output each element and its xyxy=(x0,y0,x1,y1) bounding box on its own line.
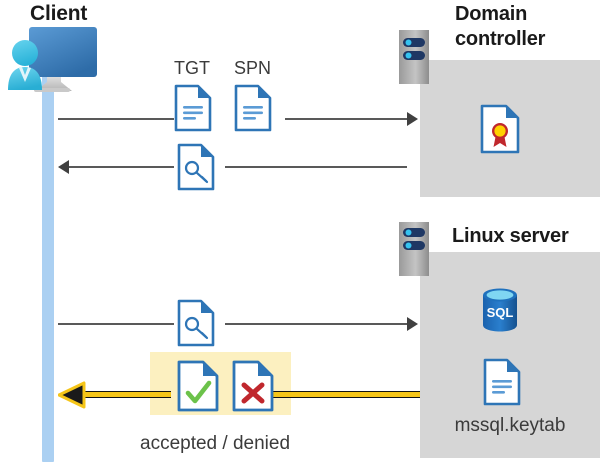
domain-controller-title-line1: Domain xyxy=(455,3,528,25)
client-lifeline xyxy=(42,66,54,462)
flow-2-line-left xyxy=(69,166,174,168)
client-title: Client xyxy=(30,2,88,25)
sql-label: SQL xyxy=(487,305,514,320)
key-document-icon-dc xyxy=(177,143,215,191)
flow-1-line-right xyxy=(285,118,407,120)
tgt-label: TGT xyxy=(174,58,210,78)
keytab-document-icon xyxy=(483,358,521,406)
domain-controller-server-rack-icon xyxy=(399,30,429,84)
flow-4-line-left xyxy=(82,391,171,398)
accepted-denied-caption: accepted / denied xyxy=(140,433,291,454)
flow-1-line-left xyxy=(58,118,174,120)
linux-server-title: Linux server xyxy=(452,225,569,247)
flow-2-line-right xyxy=(225,166,407,168)
spn-label: SPN xyxy=(234,58,272,78)
flow-3-line-right xyxy=(225,323,407,325)
flow-3-line-left xyxy=(58,323,174,325)
tgt-document-icon xyxy=(174,84,212,132)
flow-3-arrowhead xyxy=(407,317,418,331)
domain-controller-title-line2: controller xyxy=(455,28,546,50)
flow-4-line-right xyxy=(272,391,420,398)
linux-server-panel xyxy=(420,252,600,458)
flow-4-arrowhead xyxy=(57,381,86,409)
flow-1-arrowhead xyxy=(407,112,418,126)
denied-document-icon xyxy=(232,360,274,412)
flow-2-arrowhead xyxy=(58,160,69,174)
user-computer-icon xyxy=(6,24,98,98)
sql-database-icon: SQL xyxy=(479,286,521,334)
certificate-document-icon xyxy=(480,104,520,154)
domain-controller-title: Domain controller xyxy=(455,2,595,52)
spn-document-icon xyxy=(234,84,272,132)
linux-server-server-rack-icon xyxy=(399,222,429,276)
key-document-icon-linux xyxy=(177,299,215,347)
keytab-filename-label: mssql.keytab xyxy=(454,415,566,436)
accepted-document-icon xyxy=(177,360,219,412)
